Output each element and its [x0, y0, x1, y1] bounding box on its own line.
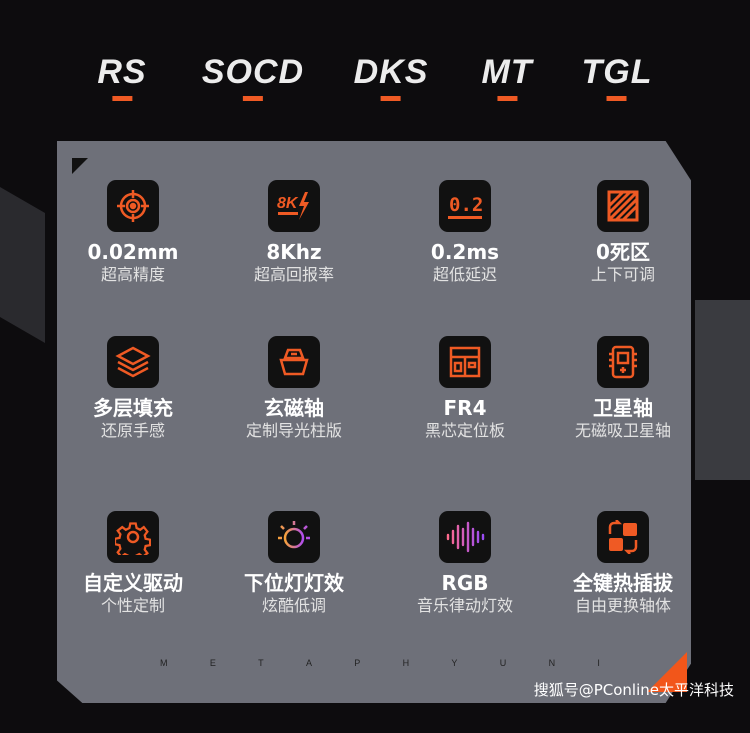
hatched-square-icon — [597, 180, 649, 232]
feature-title: 0.02mm — [87, 240, 179, 264]
tab-tgl[interactable]: TGL — [582, 52, 653, 101]
feature-title: 多层填充 — [93, 396, 173, 420]
watermark: 搜狐号@PConline太平洋科技 — [533, 681, 734, 699]
brand-letter: M — [160, 658, 168, 668]
brand-letter: U — [499, 658, 507, 668]
feature-item: 多层填充 还原手感 — [48, 336, 218, 442]
feature-subtitle: 超高回报率 — [253, 265, 334, 284]
8k-lightning-icon: 8K — [268, 180, 320, 232]
brand-letter: P — [354, 658, 361, 668]
crosshair-icon — [107, 180, 159, 232]
feature-title: 8Khz — [266, 240, 322, 264]
brand-letter: T — [258, 658, 264, 668]
feature-subtitle: 黑芯定位板 — [424, 421, 505, 440]
feature-subtitle: 炫酷低调 — [261, 596, 326, 615]
tab-label: TGL — [581, 53, 653, 91]
feature-subtitle: 音乐律动灯效 — [416, 596, 513, 615]
tab-label: DKS — [353, 53, 429, 91]
tab-label: MT — [481, 53, 533, 91]
gear-icon — [107, 511, 159, 563]
brand-letter: Y — [451, 658, 458, 668]
feature-title: 卫星轴 — [593, 396, 653, 420]
tab-label: SOCD — [201, 53, 305, 91]
feature-title: 自定义驱动 — [83, 571, 183, 595]
pcb-layout-icon — [439, 336, 491, 388]
light-ring-icon — [268, 511, 320, 563]
layers-icon — [107, 336, 159, 388]
feature-subtitle: 还原手感 — [100, 421, 165, 440]
tab-rs[interactable]: RS — [97, 52, 146, 101]
svg-text:8K: 8K — [277, 195, 299, 212]
feature-subtitle: 自由更换轴体 — [574, 596, 671, 615]
feature-title: 0.2ms — [430, 240, 500, 264]
feature-item: 玄磁轴 定制导光柱版 — [209, 336, 379, 442]
feature-title: 0死区 — [596, 240, 650, 264]
feature-subtitle: 定制导光柱版 — [245, 421, 342, 440]
feature-item: 0死区 上下可调 — [538, 180, 708, 286]
feature-item: 全键热插拔 自由更换轴体 — [538, 511, 708, 617]
feature-subtitle: 超低延迟 — [432, 265, 497, 284]
corner-mark — [72, 158, 88, 174]
feature-item: FR4 黑芯定位板 — [380, 336, 550, 442]
hot-swap-icon — [597, 511, 649, 563]
feature-subtitle: 无磁吸卫星轴 — [574, 421, 671, 440]
features-panel — [57, 141, 691, 703]
feature-item: 0.2 0.2ms 超低延迟 — [380, 180, 550, 286]
feature-subtitle: 上下可调 — [590, 265, 655, 284]
feature-item: 自定义驱动 个性定制 — [48, 511, 218, 617]
tab-socd[interactable]: SOCD — [202, 52, 304, 101]
tab-mt[interactable]: MT — [481, 52, 532, 101]
feature-item: RGB 音乐律动灯效 — [380, 511, 550, 617]
tab-label: RS — [97, 53, 147, 91]
tab-underline — [606, 96, 627, 101]
feature-title: 全键热插拔 — [573, 571, 673, 595]
tab-underline — [111, 96, 132, 101]
feature-item: 0.02mm 超高精度 — [48, 180, 218, 286]
svg-text:0.2: 0.2 — [449, 194, 483, 216]
feature-title: FR4 — [443, 396, 487, 420]
brand-letter: A — [305, 658, 312, 668]
feature-subtitle: 个性定制 — [100, 596, 165, 615]
feature-title: 下位灯灯效 — [244, 571, 344, 595]
sound-wave-icon — [439, 511, 491, 563]
corner-accent — [647, 652, 687, 692]
feature-title: 玄磁轴 — [264, 396, 324, 420]
brand-letter: E — [209, 658, 216, 668]
switch-icon — [268, 336, 320, 388]
brand-letter: H — [402, 658, 410, 668]
feature-subtitle: 超高精度 — [100, 265, 165, 284]
feature-title: RGB — [441, 571, 489, 595]
feature-item: 卫星轴 无磁吸卫星轴 — [538, 336, 708, 442]
feature-item: 8K 8Khz 超高回报率 — [209, 180, 379, 286]
background-decoration — [0, 187, 45, 343]
stabilizer-icon — [597, 336, 649, 388]
feature-tabs: RS SOCD DKS MT TGL — [0, 52, 750, 102]
brand-letter: N — [548, 658, 556, 668]
tab-underline — [380, 96, 401, 101]
tab-underline — [497, 96, 517, 101]
feature-item: 下位灯灯效 炫酷低调 — [209, 511, 379, 617]
tab-underline — [242, 96, 263, 101]
brand-letter: I — [597, 658, 600, 668]
background-decoration — [695, 300, 750, 480]
tab-dks[interactable]: DKS — [354, 52, 429, 101]
0.2-icon: 0.2 — [439, 180, 491, 232]
